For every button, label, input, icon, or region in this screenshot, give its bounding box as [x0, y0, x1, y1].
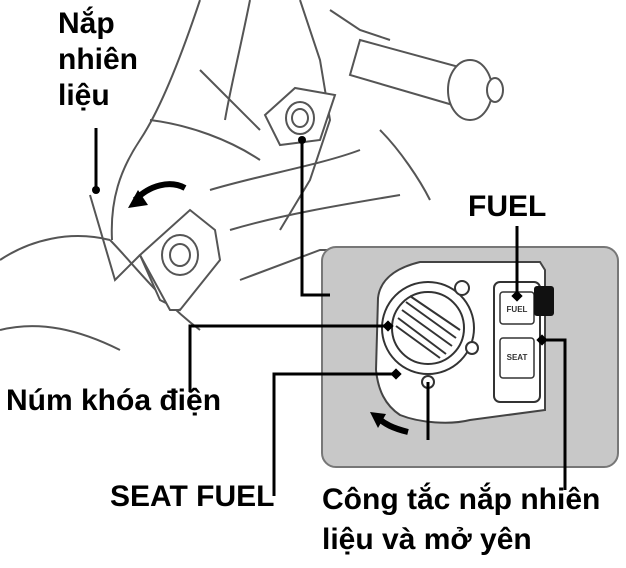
- leader-lines: [94, 128, 567, 496]
- switch-label-line2: liệu và mở yên: [322, 523, 532, 556]
- leader-dots: [92, 136, 548, 380]
- handlebar-grip: [348, 38, 504, 121]
- power-icon: [454, 280, 470, 296]
- lock-icon: [465, 341, 479, 355]
- open-arrow-head-icon: [128, 190, 148, 208]
- fuel-cap-label-line2: nhiên: [58, 43, 138, 76]
- knob-leader: [188, 324, 388, 392]
- ignition-knob-label: Núm khóa điện: [6, 384, 222, 417]
- ignition-knob: [381, 280, 479, 389]
- fuel-label: FUEL: [468, 190, 547, 223]
- open-fuel-lid: [89, 194, 222, 312]
- fuel-button-label: FUEL: [507, 305, 528, 314]
- switch-label: Công tắc nắp nhiên liệu và mở yên: [322, 480, 600, 560]
- fuel-cap-label: Nắp nhiên liệu: [58, 6, 138, 114]
- seat-button: [499, 337, 535, 379]
- seat-button-label: SEAT: [507, 353, 528, 362]
- fuel-cap-label-line1: Nắp: [58, 7, 115, 40]
- fuel-cap-label-line3: liệu: [58, 79, 110, 112]
- fuel-socket-leader: [300, 140, 330, 297]
- switch-label-line1: Công tắc nắp nhiên: [322, 483, 601, 516]
- switch-lever: [534, 286, 554, 316]
- fuel-seat-switch: FUEL SEAT: [493, 281, 554, 403]
- seat-fuel-leader: [272, 372, 396, 496]
- fuel-cap-socket: [263, 86, 337, 147]
- switch-leader: [542, 338, 567, 490]
- rotate-arrow-head-icon: [370, 412, 386, 428]
- seat-fuel-label: SEAT FUEL: [110, 480, 275, 513]
